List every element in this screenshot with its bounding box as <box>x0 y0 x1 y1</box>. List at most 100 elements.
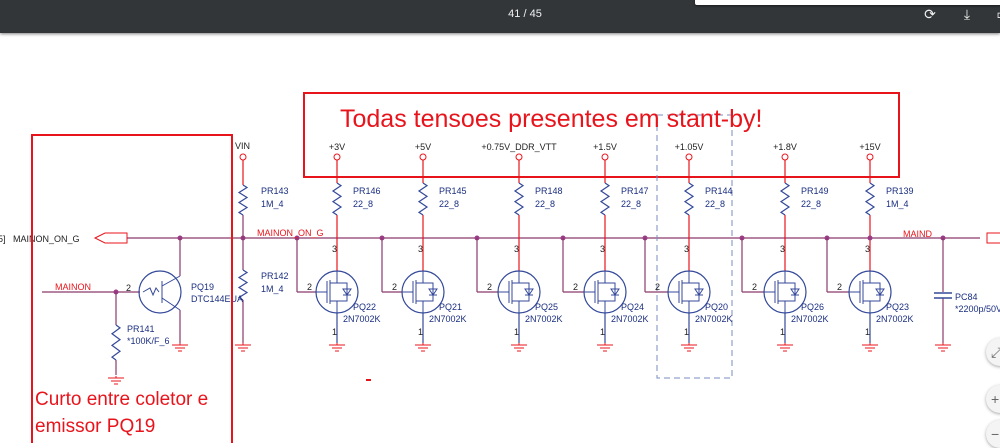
resistor-value: 22_8 <box>705 199 725 209</box>
pc84-ground <box>935 343 951 352</box>
mosfet-symbol <box>584 271 620 313</box>
mosfet-ground <box>511 343 527 352</box>
pin-2-label: 2 <box>573 282 578 292</box>
pin-2-label: 2 <box>307 282 312 292</box>
pin-2-label: 2 <box>837 282 842 292</box>
rail-label-+1.05V: +1.05V <box>675 142 704 152</box>
annotation-box-rails <box>303 92 900 178</box>
mosfet-ref: PQ24 <box>621 302 644 312</box>
vin-label: VIN <box>235 141 250 151</box>
pr141-value: *100K/F_6 <box>127 336 170 346</box>
pc84-ref: PC84 <box>955 292 978 302</box>
resistor-pr147 <box>599 182 611 216</box>
rail-terminal <box>685 153 693 161</box>
zoom-in-button[interactable]: + <box>986 385 1000 413</box>
mosfet-value: 2N7002K <box>429 314 467 324</box>
red-mark <box>366 379 371 381</box>
print-icon[interactable]: ▭ <box>993 6 1000 23</box>
mosfet-symbol <box>764 271 800 313</box>
resistor-pr144 <box>683 182 695 216</box>
pdf-toolbar: 41 / 45 ⟳ ⤓ ▭ <box>0 0 1000 33</box>
page-indicator: 41 / 45 <box>508 8 542 20</box>
pr141-ref: PR141 <box>127 324 155 334</box>
mosfet-value: 2N7002K <box>343 314 381 324</box>
resistor-pr145 <box>417 182 429 216</box>
mosfet-symbol <box>498 271 534 313</box>
rail-label-+5V: +5V <box>415 142 431 152</box>
resistor-ref: PR148 <box>535 186 563 196</box>
pq19-transistor <box>138 270 182 314</box>
pin-1-label: 1 <box>780 327 785 337</box>
resistor-value: 22_8 <box>621 199 641 209</box>
mosfet-ref: PQ20 <box>705 302 728 312</box>
pin-3-label: 3 <box>418 244 423 254</box>
mosfet-ground <box>597 343 613 352</box>
pq19-pin-2: 2 <box>126 283 131 293</box>
mainon-on-g-port-label: MAINON_ON_G <box>13 234 80 244</box>
vin-ground <box>235 343 251 352</box>
mosfet-ref: PQ22 <box>353 302 376 312</box>
mosfet-value: 2N7002K <box>791 314 829 324</box>
rail-terminal <box>781 153 789 161</box>
left-connector-prefix: 5] <box>0 234 6 244</box>
pr141-resistor <box>110 324 122 361</box>
mosfet-ref: PQ25 <box>535 302 558 312</box>
mosfet-value: 2N7002K <box>525 314 563 324</box>
pin-3-label: 3 <box>514 244 519 254</box>
pr142-ref: PR142 <box>261 271 289 281</box>
mosfet-ground <box>681 343 697 352</box>
rail-label-+0.75V_DDR_VTT: +0.75V_DDR_VTT <box>481 142 557 152</box>
fit-page-button[interactable]: ⤢ <box>986 338 1000 366</box>
mainon-on-g-port-connector <box>93 232 128 244</box>
zoom-out-button[interactable]: − <box>986 420 1000 448</box>
resistor-ref: PR144 <box>705 186 733 196</box>
resistor-pr148 <box>513 182 525 216</box>
resistor-ref: PR147 <box>621 186 649 196</box>
mosfet-value: 2N7002K <box>876 314 914 324</box>
pin-2-label: 2 <box>487 282 492 292</box>
resistor-value: 22_8 <box>439 199 459 209</box>
pq19-value: DTC144EUA <box>191 294 243 304</box>
rail-terminal <box>601 153 609 161</box>
rail-terminal <box>333 153 341 161</box>
resistor-ref: PR139 <box>886 186 914 196</box>
pin-1-label: 1 <box>865 327 870 337</box>
resistor-value: 22_8 <box>535 199 555 209</box>
pr141-ground <box>108 376 124 385</box>
annotation-box-pq19 <box>31 134 233 443</box>
rail-label-+3V: +3V <box>329 142 345 152</box>
pq19-ref: PQ19 <box>191 282 214 292</box>
pin-2-label: 2 <box>752 282 757 292</box>
mosfet-ground <box>862 343 878 352</box>
mosfet-ref: PQ23 <box>886 302 909 312</box>
pin-1-label: 1 <box>514 327 519 337</box>
annotation-top-note: Todas tensoes presentes em stant-by! <box>340 105 762 133</box>
pr143-resistor <box>237 184 249 216</box>
resistor-ref: PR145 <box>439 186 467 196</box>
pin-3-label: 3 <box>780 244 785 254</box>
rotate-icon[interactable]: ⟳ <box>924 6 936 22</box>
maind-net-label: MAIND <box>903 229 933 239</box>
pin-2-label: 2 <box>655 282 660 292</box>
pc84-value: *2200p/50V <box>955 304 1000 314</box>
annotation-left-note-line2: emissor PQ19 <box>35 416 155 437</box>
pq19-ground <box>172 343 188 352</box>
mosfet-symbol <box>316 271 352 313</box>
pin-1-label: 1 <box>418 327 423 337</box>
mosfet-symbol <box>402 271 438 313</box>
pin-1-label: 1 <box>332 327 337 337</box>
pin-3-label: 3 <box>332 244 337 254</box>
pr142-resistor <box>237 269 249 301</box>
find-input[interactable] <box>695 0 1000 5</box>
mosfet-value: 2N7002K <box>611 314 649 324</box>
annotation-left-note-line1: Curto entre coletor e <box>35 389 208 410</box>
pin-3-label: 3 <box>684 244 689 254</box>
rail-terminal <box>866 153 874 161</box>
resistor-value: 22_8 <box>801 199 821 209</box>
pr143-ref: PR143 <box>261 186 289 196</box>
pr143-value: 1M_4 <box>261 199 284 209</box>
mosfet-ref: PQ26 <box>801 302 824 312</box>
resistor-pr149 <box>779 182 791 216</box>
rail-label-+1.5V: +1.5V <box>593 142 617 152</box>
download-icon[interactable]: ⤓ <box>963 6 971 22</box>
